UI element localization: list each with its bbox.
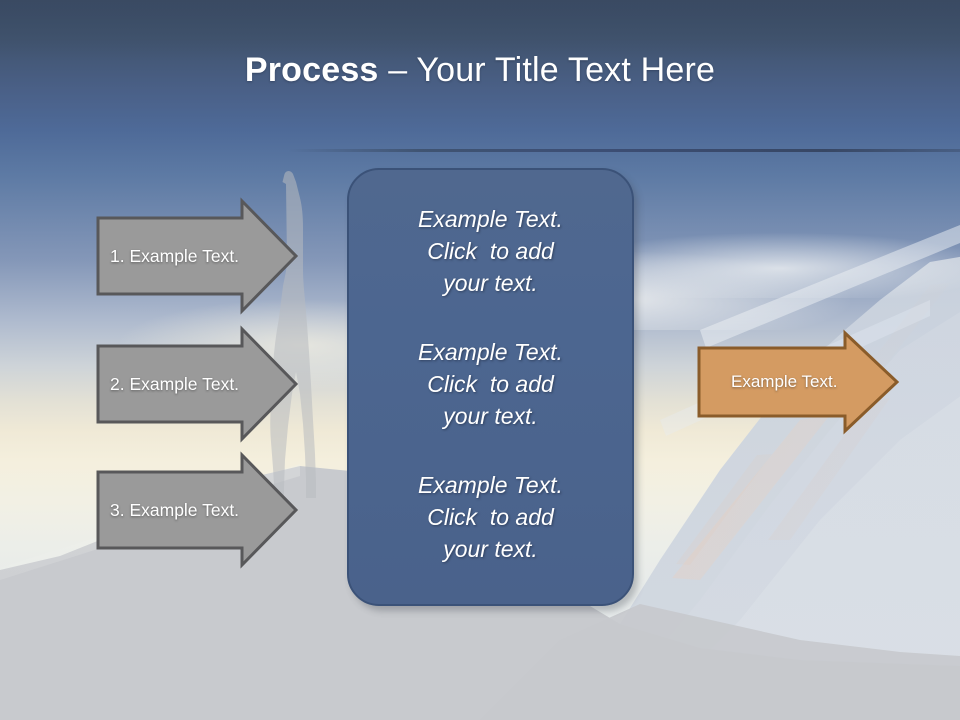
arrow-right-icon xyxy=(697,329,900,435)
climber-silhouette-icon xyxy=(262,168,336,498)
panel-text-block-2-line-2: Click to add xyxy=(427,371,554,397)
center-content-panel[interactable]: Example Text. Click to add your text. Ex… xyxy=(347,168,634,606)
panel-text-block-1-line-1: Example Text. xyxy=(418,206,563,232)
process-result-arrow[interactable]: Example Text. xyxy=(697,329,900,435)
panel-text-block-3-line-2: Click to add xyxy=(427,504,554,530)
background-cloud xyxy=(600,232,960,298)
panel-text-block-1-line-3: your text. xyxy=(443,270,538,296)
panel-text-block-2-line-3: your text. xyxy=(443,403,538,429)
panel-text-block-3-line-3: your text. xyxy=(443,536,538,562)
process-step-arrow-2-label: 2. Example Text. xyxy=(110,374,240,394)
process-step-arrow-3[interactable]: 3. Example Text. xyxy=(96,451,299,569)
process-step-arrow-3-label: 3. Example Text. xyxy=(110,500,240,520)
panel-text-block-3-line-1: Example Text. xyxy=(418,472,563,498)
arrow-right-icon xyxy=(96,451,299,569)
arrow-right-icon xyxy=(96,325,299,443)
process-step-arrow-1[interactable]: 1. Example Text. xyxy=(96,197,299,315)
slide-title-light: – Your Title Text Here xyxy=(378,51,716,89)
panel-text-block-1[interactable]: Example Text. Click to add your text. xyxy=(373,203,608,299)
panel-text-block-1-line-2: Click to add xyxy=(427,238,554,264)
process-step-arrow-1-label: 1. Example Text. xyxy=(110,246,240,266)
slide-title-strong: Process xyxy=(244,51,379,89)
arrow-right-icon xyxy=(96,197,299,315)
slide-title: Process – Your Title Text Here xyxy=(0,48,960,92)
title-divider-rule xyxy=(0,149,960,152)
panel-text-block-3[interactable]: Example Text. Click to add your text. xyxy=(373,469,608,565)
panel-text-block-2-line-1: Example Text. xyxy=(418,339,563,365)
panel-text-block-2[interactable]: Example Text. Click to add your text. xyxy=(373,336,608,432)
process-result-arrow-label: Example Text. xyxy=(731,372,838,391)
process-step-arrow-2[interactable]: 2. Example Text. xyxy=(96,325,299,443)
